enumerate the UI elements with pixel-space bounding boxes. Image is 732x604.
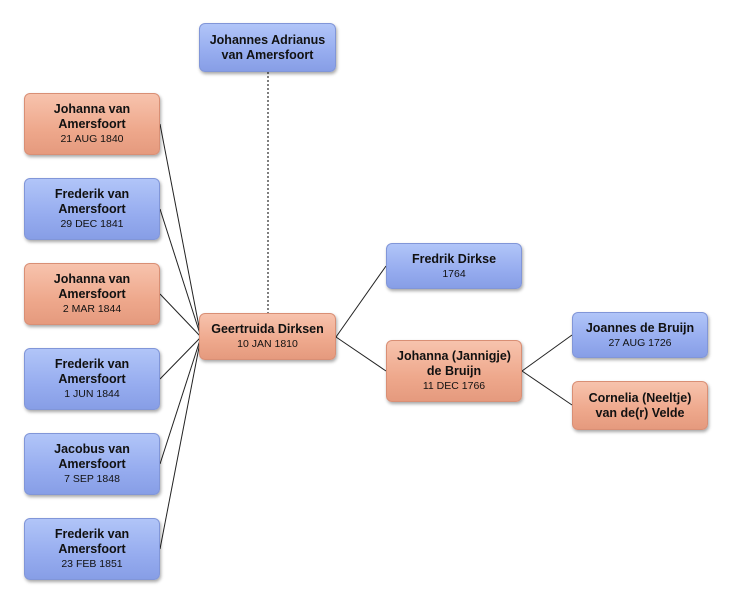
child-line-1 (159, 123, 202, 338)
person-name: Jacobus van Amersfoort (54, 442, 130, 471)
person-box-johannes-adrianus[interactable]: Johannes Adrianus van Amersfoort (199, 23, 336, 72)
person-date: 1764 (442, 267, 466, 280)
person-box-child-1[interactable]: Johanna van Amersfoort 21 AUG 1840 (24, 93, 160, 155)
person-box-maternal-grandfather[interactable]: Joannes de Bruijn 27 AUG 1726 (572, 312, 708, 358)
person-name: Frederik van Amersfoort (54, 527, 130, 556)
person-name: Johanna van Amersfoort (53, 102, 131, 131)
person-box-child-3[interactable]: Johanna van Amersfoort 2 MAR 1844 (24, 263, 160, 325)
grandparent-line-mother (521, 370, 573, 406)
person-name: Johannes Adrianus van Amersfoort (209, 32, 326, 62)
person-box-focus[interactable]: Geertruida Dirksen 10 JAN 1810 (199, 313, 336, 360)
person-date: 21 AUG 1840 (60, 133, 124, 145)
person-box-father[interactable]: Fredrik Dirkse 1764 (386, 243, 522, 289)
person-box-mother[interactable]: Johanna (Jannigje) de Bruijn 11 DEC 1766 (386, 340, 522, 402)
person-name: Fredrik Dirkse (411, 251, 497, 266)
person-name: Cornelia (Neeltje) van de(r) Velde (588, 390, 692, 420)
child-line-5 (159, 336, 202, 465)
person-name: Frederik van Amersfoort (54, 187, 130, 216)
person-box-maternal-grandmother[interactable]: Cornelia (Neeltje) van de(r) Velde (572, 381, 708, 430)
person-date: 1 JUN 1844 (64, 388, 120, 400)
person-date: 27 AUG 1726 (608, 336, 672, 349)
person-date: 11 DEC 1766 (422, 380, 486, 392)
person-box-child-2[interactable]: Frederik van Amersfoort 29 DEC 1841 (24, 178, 160, 240)
parent-line-father (335, 265, 387, 338)
person-box-child-4[interactable]: Frederik van Amersfoort 1 JUN 1844 (24, 348, 160, 410)
person-name: Joannes de Bruijn (585, 320, 695, 335)
person-name: Geertruida Dirksen (211, 322, 324, 336)
person-box-child-6[interactable]: Frederik van Amersfoort 23 FEB 1851 (24, 518, 160, 580)
parent-line-mother (335, 336, 387, 372)
child-line-2 (159, 208, 202, 338)
person-date: 7 SEP 1848 (64, 473, 120, 485)
person-date: 29 DEC 1841 (60, 218, 124, 230)
person-date: 2 MAR 1844 (62, 303, 122, 315)
child-line-3 (159, 293, 202, 338)
person-date: 10 JAN 1810 (237, 338, 298, 350)
person-date: 23 FEB 1851 (61, 558, 123, 570)
child-line-6 (159, 336, 202, 550)
person-name: Johanna van Amersfoort (53, 272, 131, 301)
person-name: Frederik van Amersfoort (54, 357, 130, 386)
person-name: Johanna (Jannigje) de Bruijn (397, 349, 511, 378)
child-line-4 (159, 336, 202, 380)
person-box-child-5[interactable]: Jacobus van Amersfoort 7 SEP 1848 (24, 433, 160, 495)
grandparent-line-father (521, 334, 573, 372)
